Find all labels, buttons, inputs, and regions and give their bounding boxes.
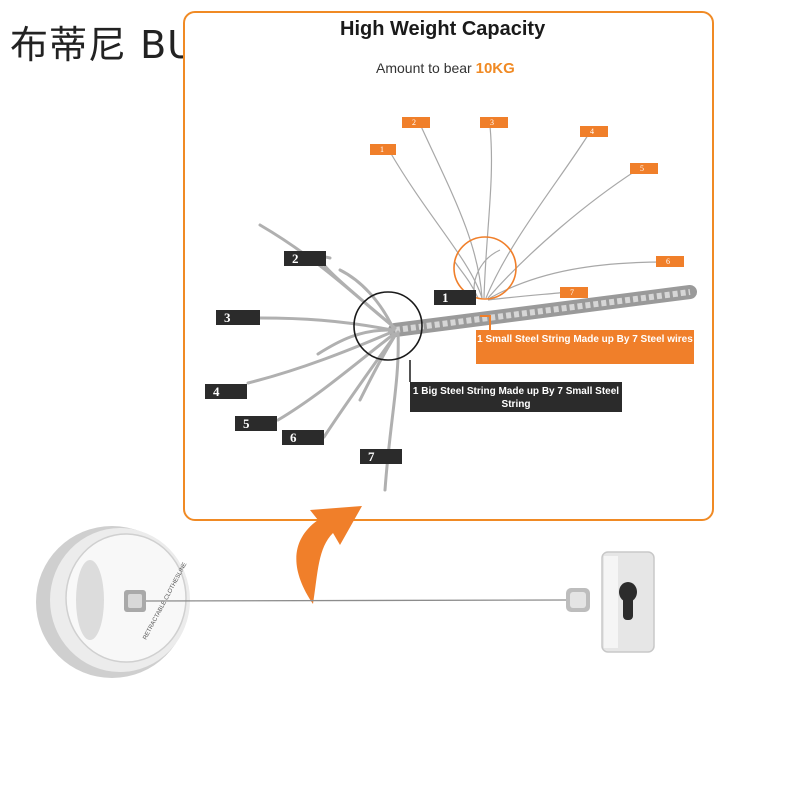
wire-label-7: 7 xyxy=(560,287,588,298)
strand-label-7: 7 xyxy=(360,449,402,464)
subtitle-prefix: Amount to bear xyxy=(376,60,472,76)
wire-label-5: 5 xyxy=(630,163,658,174)
small-string-highlight xyxy=(453,236,517,300)
clothesline-wire xyxy=(145,599,569,602)
retractable-reel: RETRACTABLE CLOTHESLINE xyxy=(36,526,190,678)
strand-label-4: 4 xyxy=(205,384,247,399)
steel-strands xyxy=(246,223,400,492)
strand-label-1: 1 xyxy=(434,290,476,305)
curved-arrow-icon xyxy=(296,506,362,604)
strand-label-6: 6 xyxy=(282,430,324,445)
capacity-title: High Weight Capacity xyxy=(340,18,546,40)
wire-label-6: 6 xyxy=(656,256,684,267)
wall-bracket xyxy=(566,551,655,653)
big-string-callout: 1 Big Steel String Made up By 7 Small St… xyxy=(410,382,622,412)
strand-label-5: 5 xyxy=(235,416,277,431)
strand-label-3: 3 xyxy=(216,310,260,325)
wire-label-1: 1 xyxy=(370,144,396,155)
diagram-panel xyxy=(183,11,714,521)
big-string-highlight xyxy=(353,291,423,361)
capacity-subtitle: Amount to bear 10KG xyxy=(376,60,515,77)
strand-label-2: 2 xyxy=(284,251,326,266)
wire-label-2: 2 xyxy=(402,117,430,128)
wire-label-4: 4 xyxy=(580,126,608,137)
main-steel-cable xyxy=(388,285,697,337)
fine-wires xyxy=(389,123,666,301)
capacity-value: 10KG xyxy=(475,60,515,77)
small-string-callout: 1 Small Steel String Made up By 7 Steel … xyxy=(476,330,694,364)
wire-label-3: 3 xyxy=(480,117,508,128)
